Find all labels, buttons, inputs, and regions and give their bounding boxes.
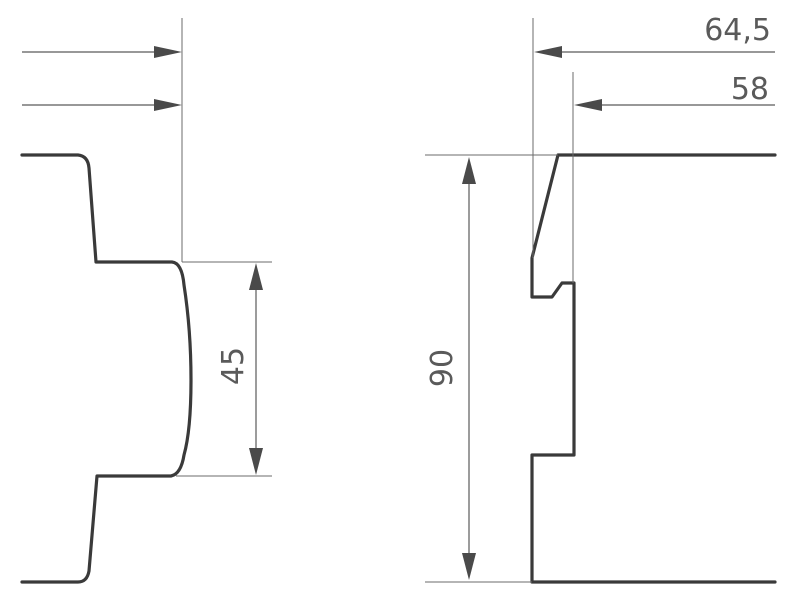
front-profile-outline xyxy=(20,153,193,584)
dimension-arrow-45-bottom xyxy=(249,448,263,475)
dimension-label-64-5: 64,5 xyxy=(704,13,771,48)
dimension-arrow-64-5 xyxy=(534,46,562,58)
dimension-arrow-90-bottom xyxy=(462,553,476,580)
dimension-arrow-45-top xyxy=(249,263,263,290)
dimension-label-45: 45 xyxy=(216,347,251,385)
side-profile-outline xyxy=(530,153,777,584)
dimension-label-58: 58 xyxy=(731,72,769,107)
leader-arrow-upper xyxy=(154,46,182,58)
dimension-arrow-58 xyxy=(574,99,602,111)
dimension-label-90: 90 xyxy=(425,349,460,387)
dimension-arrow-90-top xyxy=(462,157,476,184)
leader-arrow-lower xyxy=(154,99,182,111)
